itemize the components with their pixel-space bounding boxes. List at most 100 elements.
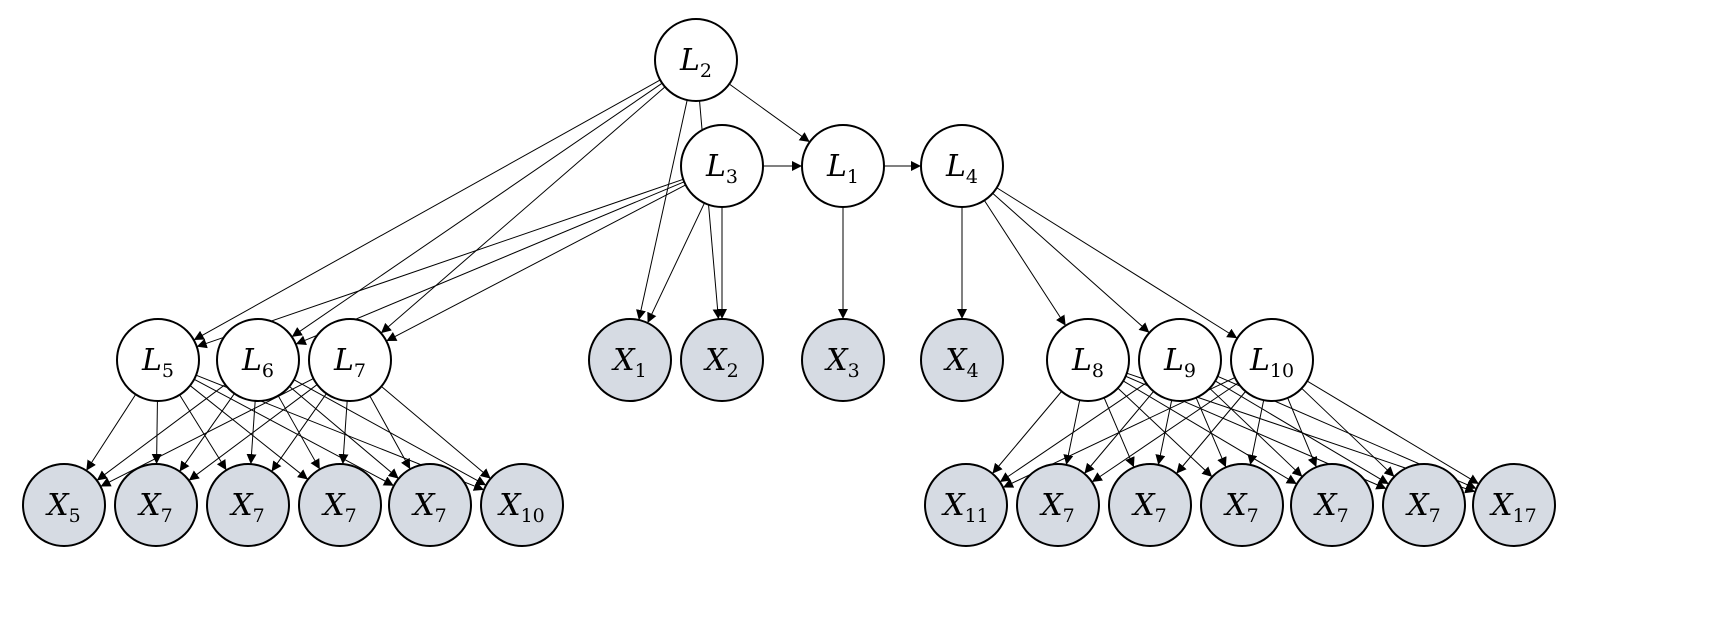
edge-l3-l5	[196, 178, 684, 349]
node-letter: X	[703, 343, 728, 378]
node-letter: L	[945, 149, 966, 184]
node-circle	[1290, 463, 1374, 547]
edge-l7-xe	[369, 395, 411, 470]
node-circle	[298, 463, 382, 547]
edge-l2-l6	[291, 82, 663, 338]
node-x5-observed: X5	[22, 463, 106, 547]
node-circle	[1382, 463, 1466, 547]
edge-l3-l6	[295, 181, 685, 345]
edge-l7-xd	[338, 400, 349, 465]
node-letter: L	[1071, 343, 1092, 378]
edge-l3-x1	[647, 202, 705, 324]
node-subscript: 5	[69, 505, 81, 527]
node-circle	[801, 318, 885, 402]
node-x7-observed: X7	[298, 463, 382, 547]
node-x2-observed: X2	[680, 318, 764, 402]
edge-l6-xe	[289, 386, 399, 479]
node-label: X7	[1313, 488, 1348, 527]
node-label: L8	[1071, 343, 1104, 382]
edge-l10-xm	[1306, 380, 1480, 485]
node-l7-latent: L7	[308, 318, 392, 402]
node-circle	[1016, 463, 1100, 547]
edge-l2-l1	[728, 83, 811, 143]
node-letter: L	[333, 343, 354, 378]
node-letter: X	[611, 343, 636, 378]
node-label: X7	[1405, 488, 1440, 527]
node-subscript: 7	[1429, 505, 1441, 527]
node-label: X7	[321, 488, 356, 527]
node-letter: X	[1405, 488, 1430, 523]
edge-l4-l10	[996, 187, 1238, 339]
node-subscript: 7	[345, 505, 357, 527]
node-circle	[920, 124, 1004, 208]
node-subscript: 7	[253, 505, 265, 527]
node-subscript: 17	[1513, 505, 1537, 527]
node-letter: L	[826, 149, 847, 184]
node-l9-latent: L9	[1138, 318, 1222, 402]
node-l8-latent: L8	[1046, 318, 1130, 402]
node-subscript: 10	[1270, 360, 1294, 382]
node-label: X11	[941, 488, 989, 527]
node-circle	[1138, 318, 1222, 402]
node-circle	[1046, 318, 1130, 402]
node-letter: X	[45, 488, 70, 523]
node-label: X7	[1039, 488, 1074, 527]
edge-l8-xg	[992, 391, 1062, 474]
edge-l2-x1	[636, 99, 688, 321]
node-x7-observed: X7	[206, 463, 290, 547]
node-label: L1	[826, 149, 859, 188]
node-circle	[308, 318, 392, 402]
node-letter: X	[321, 488, 346, 523]
node-subscript: 7	[435, 505, 447, 527]
node-circle	[114, 463, 198, 547]
node-letter: L	[1163, 343, 1184, 378]
node-circle	[801, 124, 885, 208]
node-label: X1	[611, 343, 646, 382]
edge-l3-l7	[386, 184, 686, 342]
node-label: X7	[137, 488, 172, 527]
node-x1-observed: X1	[588, 318, 672, 402]
edge-l7-xc	[271, 393, 327, 472]
node-subscript: 3	[848, 360, 860, 382]
edge-l2-l5	[193, 79, 661, 341]
node-letter: L	[241, 343, 262, 378]
node-circle	[216, 318, 300, 402]
node-letter: L	[1249, 343, 1270, 378]
edge-l5-xb	[151, 400, 162, 465]
node-l10-latent: L10	[1230, 318, 1314, 402]
node-letter: X	[941, 488, 966, 523]
edge-l7-xb	[188, 384, 318, 481]
node-circle	[680, 318, 764, 402]
node-x4-observed: X4	[920, 318, 1004, 402]
node-subscript: 8	[1092, 360, 1104, 382]
edge-l4-l8	[983, 200, 1067, 326]
node-circle	[22, 463, 106, 547]
node-circle	[1230, 318, 1314, 402]
node-l6-latent: L6	[216, 318, 300, 402]
node-x7-observed: X7	[388, 463, 472, 547]
node-letter: L	[141, 343, 162, 378]
edge-l5-xd	[189, 385, 309, 480]
node-x7-observed: X7	[1290, 463, 1374, 547]
node-x3-observed: X3	[801, 318, 885, 402]
node-subscript: 7	[354, 360, 366, 382]
node-label: L5	[141, 343, 174, 382]
node-subscript: 6	[262, 360, 274, 382]
node-circle	[1108, 463, 1192, 547]
edge-l9-xk	[1209, 387, 1303, 478]
node-circle	[680, 124, 764, 208]
node-label: L2	[679, 43, 712, 82]
node-subscript: 7	[161, 505, 173, 527]
node-letter: X	[497, 488, 522, 523]
node-subscript: 11	[965, 505, 989, 527]
node-subscript: 7	[1247, 505, 1259, 527]
node-circle	[480, 463, 564, 547]
node-circle	[1472, 463, 1556, 547]
node-circle	[924, 463, 1008, 547]
node-x7-observed: X7	[1382, 463, 1466, 547]
node-subscript: 4	[967, 360, 979, 382]
node-letter: X	[1489, 488, 1514, 523]
node-x10-observed: X10	[480, 463, 564, 547]
